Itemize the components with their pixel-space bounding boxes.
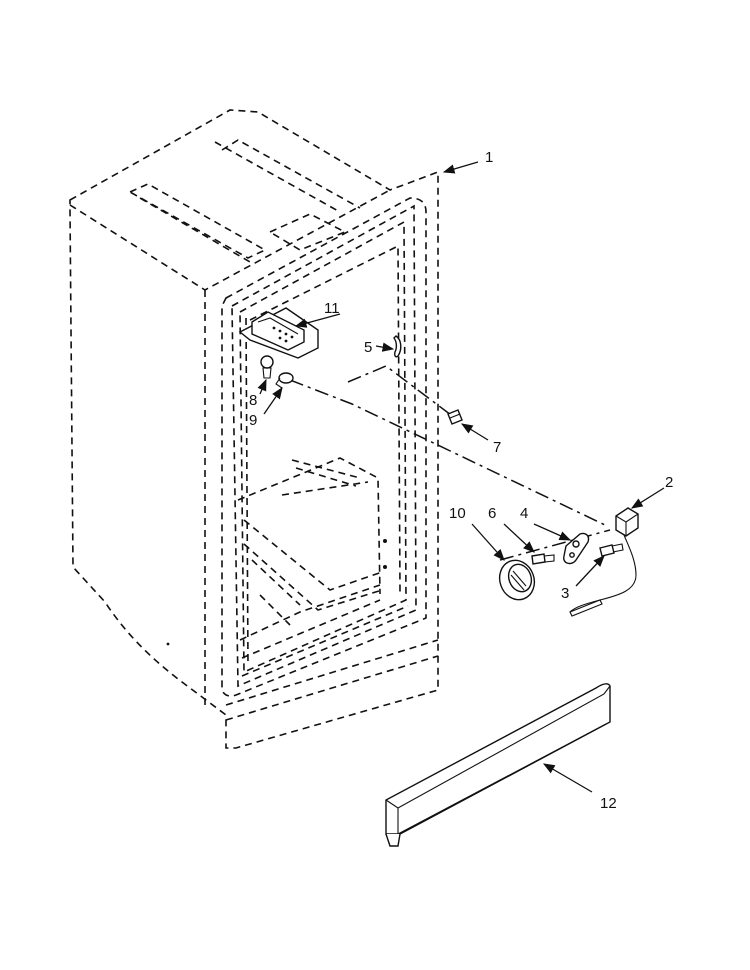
callout-1: 1 — [485, 149, 493, 166]
cabinet-liner — [69, 109, 439, 749]
control-knob-part — [498, 559, 536, 601]
callout-5: 5 — [364, 339, 372, 356]
light-bulb-part — [260, 355, 274, 379]
screw-part-6 — [531, 553, 555, 565]
bulb-socket-part — [275, 372, 294, 389]
callout-2: 2 — [665, 474, 673, 491]
callout-4: 4 — [520, 505, 528, 522]
wire-clip-part — [393, 335, 402, 358]
light-housing-part — [238, 307, 319, 359]
screw-part-3 — [599, 543, 624, 557]
connector-part — [447, 409, 463, 425]
callout-11: 11 — [324, 300, 340, 317]
callout-labels: 1 2 3 4 5 6 7 8 9 10 11 12 — [249, 149, 673, 812]
leader-arrows — [257, 161, 665, 793]
callout-10: 10 — [449, 505, 466, 522]
callout-9: 9 — [249, 412, 257, 429]
callout-3: 3 — [561, 585, 569, 602]
callout-6: 6 — [488, 505, 496, 522]
callout-7: 7 — [493, 439, 501, 456]
callout-12: 12 — [600, 795, 617, 812]
base-grille-part — [385, 683, 611, 847]
callout-8: 8 — [249, 392, 257, 409]
assembly-centerlines — [289, 365, 611, 561]
thermostat-part — [569, 507, 639, 617]
mounting-bracket-part — [563, 532, 590, 565]
